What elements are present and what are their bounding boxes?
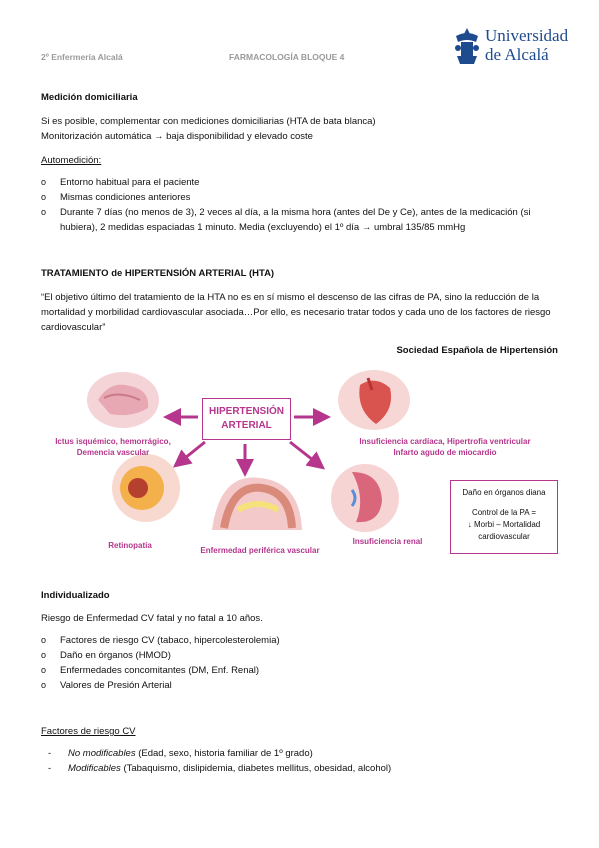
section-title-individualizado: Individualizado — [41, 590, 110, 601]
factor-detail: (Edad, sexo, historia familiar de 1º gra… — [135, 748, 313, 759]
individualizado-list: Factores de riesgo CV (tabaco, hipercole… — [41, 633, 561, 693]
vessel-illustration — [212, 477, 302, 530]
brain-illustration — [87, 372, 159, 428]
brain-caption-2: Demencia vascular — [76, 448, 150, 457]
heart-caption-1: Insuficiencia cardíaca, Hipertrofia vent… — [359, 437, 531, 446]
medicion-line1: Si es posible, complementar con medicion… — [41, 116, 376, 127]
list-item: Durante 7 días (no menos de 3), 2 veces … — [41, 205, 561, 235]
box-line3: ↓ Morbi – Mortalidad — [467, 520, 541, 529]
box-line1: Daño en órganos diana — [462, 488, 546, 497]
list-item: Enfermedades concomitantes (DM, Enf. Ren… — [41, 663, 561, 678]
list-item: Entorno habitual para el paciente — [41, 175, 561, 190]
organ-damage-box: Daño en órganos diana Control de la PA =… — [450, 480, 558, 554]
list-item: Mismas condiciones anteriores — [41, 190, 561, 205]
logo-line2: de Alcalá — [485, 45, 549, 64]
hypertension-center-box: HIPERTENSIÓN ARTERIAL — [202, 398, 291, 440]
university-crest-icon — [455, 28, 479, 64]
header-course: 2º Enfermería Alcalá — [41, 52, 123, 62]
list-item: Modificables (Tabaquismo, dislipidemia, … — [41, 761, 571, 776]
heart-caption-2: Infarto agudo de miocardio — [393, 448, 497, 457]
center-label-2: ARTERIAL — [221, 420, 272, 431]
section-title-factores: Factores de riesgo CV — [41, 726, 136, 737]
brain-caption-1: Ictus isquémico, hemorrágico, — [55, 437, 171, 446]
factor-detail: (Tabaquismo, dislipidemia, diabetes mell… — [120, 763, 392, 774]
factor-label: No modificables — [68, 748, 136, 759]
kidney-caption: Insuficiencia renal — [352, 537, 423, 546]
vessel-caption: Enfermedad periférica vascular — [200, 546, 320, 555]
diagram-arrows — [163, 408, 331, 477]
section-title-tratamiento: TRATAMIENTO de HIPERTENSIÓN ARTERIAL (HT… — [41, 268, 275, 279]
list-item: Daño en órganos (HMOD) — [41, 648, 561, 663]
section-title-medicion: Medición domiciliaria — [41, 92, 138, 103]
eye-illustration — [112, 454, 180, 522]
list-item: Valores de Presión Arterial — [41, 678, 561, 693]
factor-label: Modificables — [68, 763, 121, 774]
kidney-illustration — [331, 464, 399, 532]
individualizado-line: Riesgo de Enfermedad CV fatal y no fatal… — [41, 613, 263, 624]
medicion-line2: Monitorización automática → baja disponi… — [41, 131, 313, 142]
eye-caption: Retinopatía — [108, 541, 152, 550]
tratamiento-quote: “El objetivo último del tratamiento de l… — [41, 292, 551, 333]
list-item: No modificables (Edad, sexo, historia fa… — [41, 746, 571, 761]
quote-source: Sociedad Española de Hipertensión — [396, 345, 558, 356]
list-item: Factores de riesgo CV (tabaco, hipercole… — [41, 633, 561, 648]
heart-illustration — [338, 370, 410, 430]
brain-caption: Ictus isquémico, hemorrágico, Demencia v… — [28, 436, 198, 458]
center-label-1: HIPERTENSIÓN — [208, 406, 284, 417]
logo-line1: Universidad — [485, 26, 569, 45]
header-subject: FARMACOLOGÍA BLOQUE 4 — [229, 52, 345, 62]
automedicion-list: Entorno habitual para el paciente Mismas… — [41, 175, 561, 235]
university-logo: Universidad de Alcalá — [452, 26, 577, 68]
box-line4: cardiovascular — [478, 532, 530, 541]
factores-list: No modificables (Edad, sexo, historia fa… — [41, 746, 571, 776]
organ-damage-diagram — [87, 370, 410, 532]
heart-caption: Insuficiencia cardíaca, Hipertrofia vent… — [325, 436, 565, 458]
automedicion-title: Automedición: — [41, 155, 102, 166]
box-line2: Control de la PA = — [471, 508, 537, 517]
